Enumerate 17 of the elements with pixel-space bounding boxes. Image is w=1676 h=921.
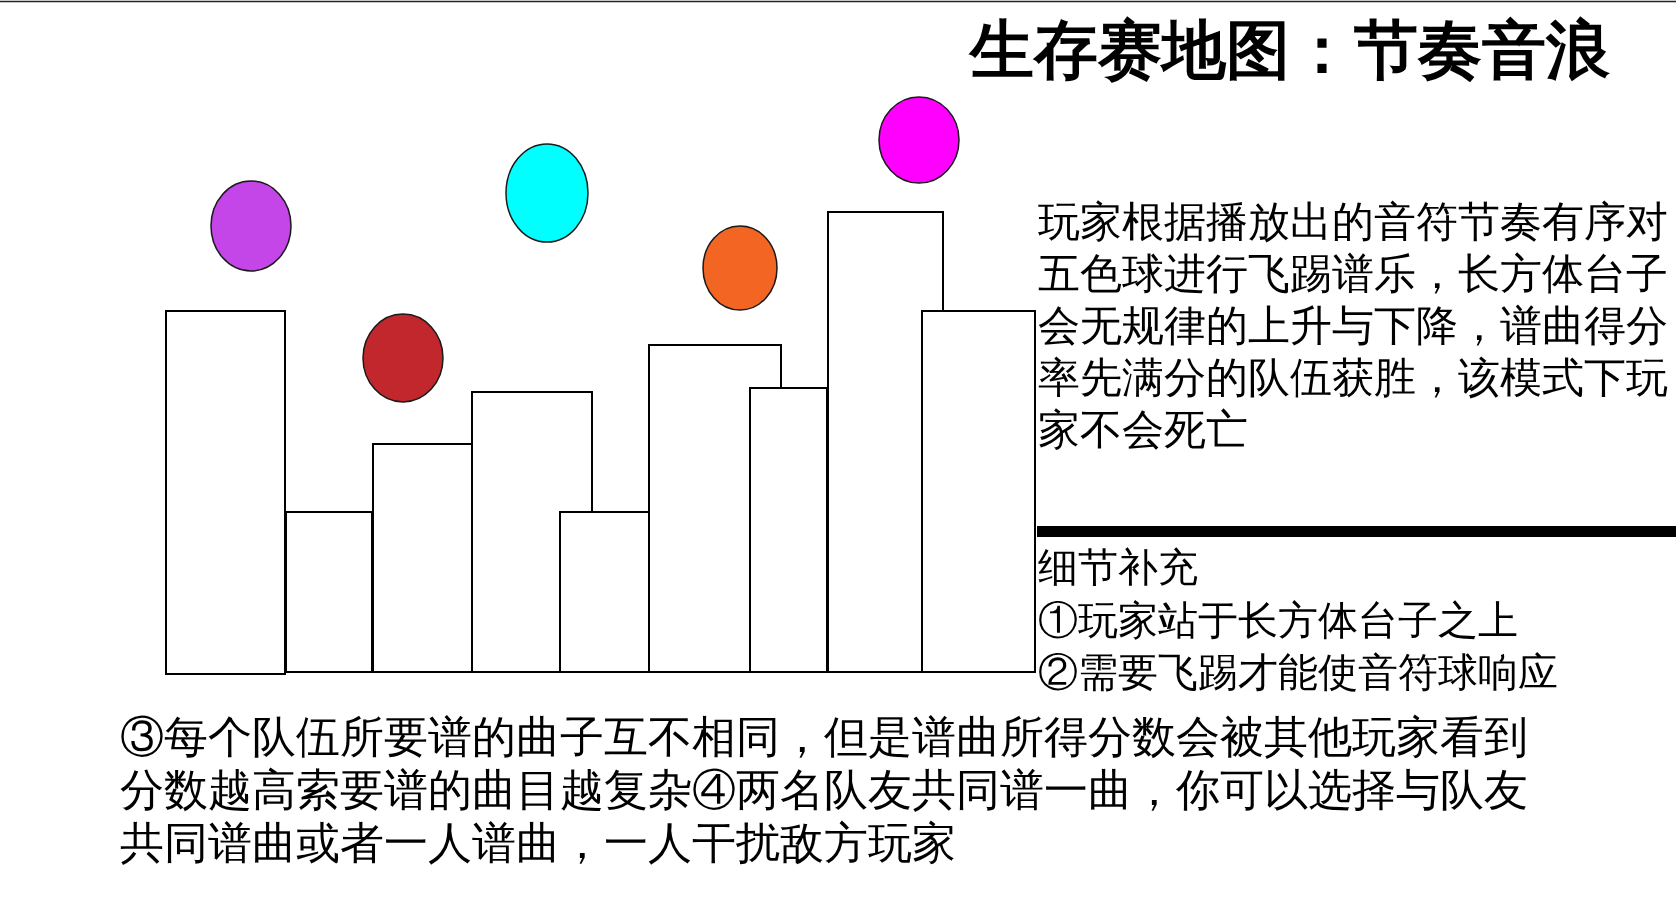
list-item: ②需要飞踢才能使音符球响应 [1038,649,1558,697]
ball [505,143,589,243]
section-heading: 细节补充 [1038,544,1198,592]
description-paragraph: 玩家根据播放出的音符节奏有序对五色球进行飞踢谱乐，长方体台子会无规律的上升与下降，谱曲得分率先满分的队伍获胜，该模式下玩家不会死亡 [1038,198,1669,455]
platform-block [165,310,286,675]
ball [878,96,960,184]
platform-block [372,443,473,673]
title: 生存赛地图：节奏音浪 [970,12,1610,89]
ball [702,225,778,311]
ball [362,313,444,403]
list-item: ①玩家站于长方体台子之上 [1038,597,1518,645]
platform-block [921,310,1036,673]
platform-block [559,511,650,673]
ball [210,180,292,272]
platform-block [285,511,373,673]
platform-block [749,387,828,673]
list-item: ③每个队伍所要谱的曲子互不相同，但是谱曲所得分数会被其他玩家看到分数越高索要谱的曲目越复杂④两名队友共同谱一曲，你可以选择与队友共同谱曲或者一人谱曲，一人干扰敌方玩家 [120,712,1529,870]
